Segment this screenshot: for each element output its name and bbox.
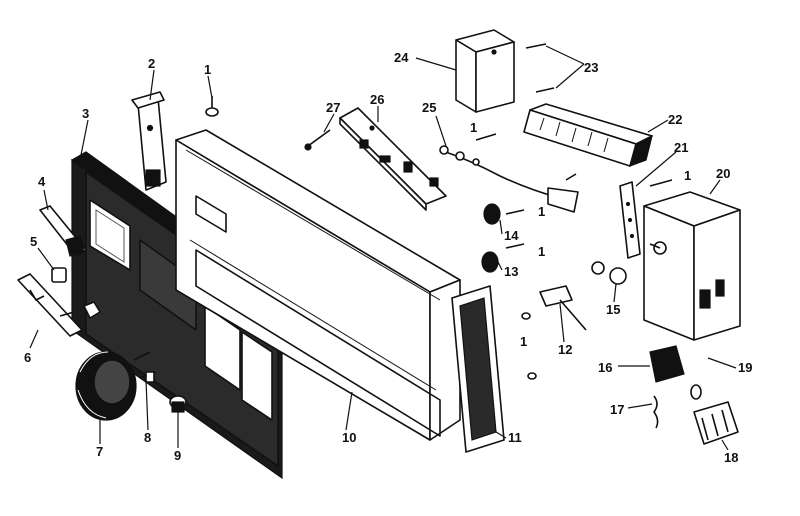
part-pin: [133, 351, 157, 383]
part-detergent-panel: [451, 285, 505, 453]
part-small-bar: [39, 205, 87, 257]
callout-19: 19: [738, 360, 752, 375]
callout-1-mid: 1: [470, 120, 477, 135]
callout-9: 9: [174, 448, 181, 463]
part-switch-bracket: [17, 273, 101, 337]
part-clip: [51, 267, 67, 283]
callout-1-13: 1: [538, 244, 545, 259]
leader-lines: [29, 45, 737, 451]
part-relay-18: [693, 401, 739, 445]
callout-15: 15: [606, 302, 620, 317]
callout-26: 26: [370, 92, 384, 107]
callout-1-14: 1: [538, 204, 545, 219]
part-spring-17: [653, 395, 659, 429]
callout-3: 3: [82, 106, 89, 121]
callout-6: 6: [24, 350, 31, 365]
callout-12: 12: [558, 342, 572, 357]
callout-10: 10: [342, 430, 356, 445]
part-screw-1d: [521, 312, 537, 380]
part-screw-1a: [205, 96, 219, 117]
part-connector-14: [483, 203, 525, 225]
callout-13: 13: [504, 264, 518, 279]
part-main-housing: [175, 129, 461, 441]
callout-2: 2: [148, 56, 155, 71]
part-screw-1b: [475, 133, 577, 181]
callout-5: 5: [30, 234, 37, 249]
callout-23: 23: [584, 60, 598, 75]
part-button-cap: [169, 395, 187, 413]
callout-17: 17: [610, 402, 624, 417]
part-screws-23: [525, 43, 555, 93]
part-circuit-plate: [339, 107, 447, 211]
part-wire-harness: [439, 145, 579, 213]
callout-24: 24: [394, 50, 409, 65]
part-rollers: [591, 261, 627, 285]
callout-7: 7: [96, 444, 103, 459]
part-lead-wire: [539, 285, 587, 331]
callout-labels: 1 2 3 4 5 6 7 8 9 10 11 12 13 14 15 16 1…: [24, 50, 752, 465]
part-timer-box: [643, 191, 741, 341]
callout-27: 27: [326, 100, 340, 115]
part-bulb-19: [690, 384, 702, 400]
part-cover-box: [455, 29, 515, 113]
part-knob: [75, 351, 137, 421]
callout-1-11: 1: [520, 334, 527, 349]
part-bracket: [131, 91, 167, 191]
callout-22: 22: [668, 112, 682, 127]
callout-21: 21: [674, 140, 688, 155]
callout-16: 16: [598, 360, 612, 375]
part-terminal-block: [523, 103, 653, 167]
callout-18: 18: [724, 450, 738, 465]
callout-11: 11: [508, 430, 522, 445]
callout-1-20: 1: [684, 168, 691, 183]
callout-4: 4: [38, 174, 46, 189]
callout-20: 20: [716, 166, 730, 181]
callout-25: 25: [422, 100, 436, 115]
callout-1-top: 1: [204, 62, 211, 77]
callout-8: 8: [144, 430, 151, 445]
part-strip: [619, 181, 641, 259]
callout-14: 14: [504, 228, 519, 243]
part-screw-27: [304, 129, 331, 151]
part-switch-16: [649, 345, 685, 383]
part-screw-1c: [649, 179, 673, 187]
